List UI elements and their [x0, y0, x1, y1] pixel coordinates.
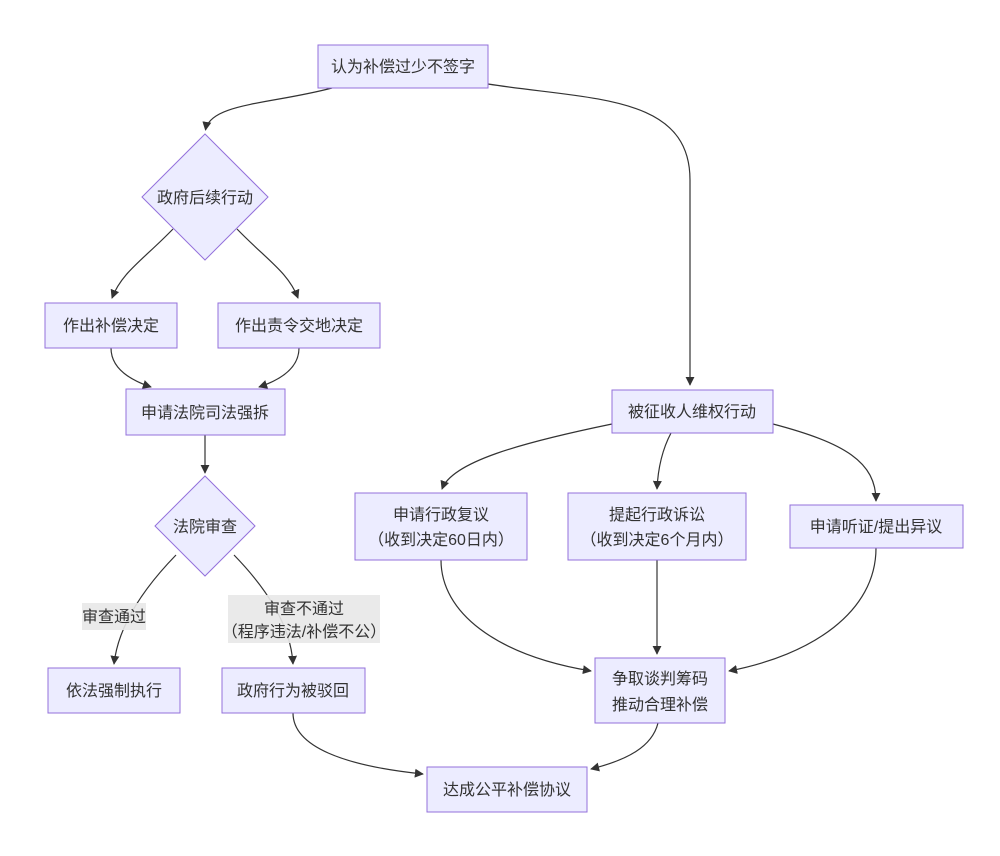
- node-diamond: [141, 133, 269, 261]
- node-rect: [221, 667, 366, 714]
- node-hearing-objection: 申请听证/提出异议: [789, 504, 964, 549]
- node-refuse-sign: 认为补偿过少不签字: [317, 44, 489, 89]
- edge-hearing-objection-to-bargaining: [728, 547, 877, 674]
- edge-refuse-sign-to-rights-action: [487, 83, 695, 386]
- node-admin-litigation: 提起行政诉讼 （收到决定6个月内）: [567, 492, 747, 561]
- edge-label-text: 审查通过: [82, 608, 146, 626]
- edge-rights-action-to-hearing-objection: [772, 423, 881, 502]
- node-admin-reconsideration: 申请行政复议 （收到决定60日内）: [354, 492, 528, 561]
- node-enforce: 依法强制执行: [47, 667, 181, 714]
- edge-rights-action-to-admin-litigation: [652, 432, 672, 490]
- node-label: 作出责令交地决定: [235, 317, 363, 335]
- node-rect: [611, 389, 774, 434]
- node-gov-next-action: 政府后续行动: [141, 133, 269, 261]
- edges: [110, 83, 881, 778]
- node-label: 作出补偿决定: [63, 317, 159, 335]
- node-label: 被征收人维权行动: [628, 403, 756, 421]
- node-order-land-decision: 作出责令交地决定: [217, 302, 381, 349]
- edge-label-text-line1: 审查不通过: [264, 600, 344, 618]
- edge-label-bg: [228, 595, 380, 643]
- node-rights-action: 被征收人维权行动: [611, 389, 774, 434]
- edge-rights-action-to-admin-reconsideration: [440, 423, 613, 490]
- edge-label-text-line2: （程序违法/补偿不公）: [222, 623, 386, 641]
- node-rect: [217, 302, 381, 349]
- node-rect: [47, 667, 181, 714]
- node-label-line2: （收到决定6个月内）: [581, 531, 734, 549]
- node-label: 申请法院司法强拆: [141, 404, 269, 422]
- node-rect: [789, 504, 964, 549]
- node-rect: [567, 492, 747, 561]
- node-label-line1: 争取谈判筹码: [612, 670, 708, 688]
- edge-gov-rejected-to-fair-agreement: [292, 712, 424, 778]
- node-label-line2: 推动合理补偿: [612, 696, 708, 714]
- node-label: 认为补偿过少不签字: [331, 58, 475, 76]
- node-rect: [594, 657, 726, 724]
- edge-bargaining-to-fair-agreement: [590, 722, 659, 772]
- node-rect: [125, 388, 286, 436]
- node-court-demolition: 申请法院司法强拆: [125, 388, 286, 436]
- edge-label-bg: [82, 603, 146, 630]
- node-compensation-decision: 作出补偿决定: [44, 302, 178, 349]
- edge-label-review-pass: 审查通过: [82, 603, 146, 630]
- node-rect: [354, 492, 528, 561]
- node-bargaining: 争取谈判筹码 推动合理补偿: [594, 657, 726, 724]
- edge-gov-next-action-to-order-land-decision: [236, 228, 300, 299]
- edge-label-review-fail: 审查不通过 （程序违法/补偿不公）: [222, 595, 386, 643]
- edge-admin-reconsideration-to-bargaining: [440, 559, 592, 675]
- edge-refuse-sign-to-gov-next-action: [202, 87, 333, 131]
- node-diamond: [154, 475, 256, 577]
- node-label-line1: 申请行政复议: [393, 506, 489, 524]
- node-label: 依法强制执行: [66, 682, 162, 700]
- node-label: 政府后续行动: [157, 189, 253, 207]
- node-court-review: 法院审查: [154, 475, 256, 577]
- node-label: 达成公平补偿协议: [443, 781, 571, 799]
- node-label: 法院审查: [173, 518, 237, 536]
- edge-gov-next-action-to-compensation-decision: [110, 228, 174, 299]
- node-label: 申请听证/提出异议: [810, 518, 942, 536]
- node-fair-agreement: 达成公平补偿协议: [426, 766, 588, 813]
- node-rect: [426, 766, 588, 813]
- node-rect: [44, 302, 178, 349]
- node-rect: [317, 44, 489, 89]
- node-label: 政府行为被驳回: [237, 682, 349, 700]
- edge-compensation-decision-to-court-demolition: [110, 347, 152, 389]
- node-label-line2: （收到决定60日内）: [368, 531, 514, 549]
- node-gov-rejected: 政府行为被驳回: [221, 667, 366, 714]
- edge-order-land-decision-to-court-demolition: [258, 347, 300, 389]
- node-label-line1: 提起行政诉讼: [609, 506, 705, 524]
